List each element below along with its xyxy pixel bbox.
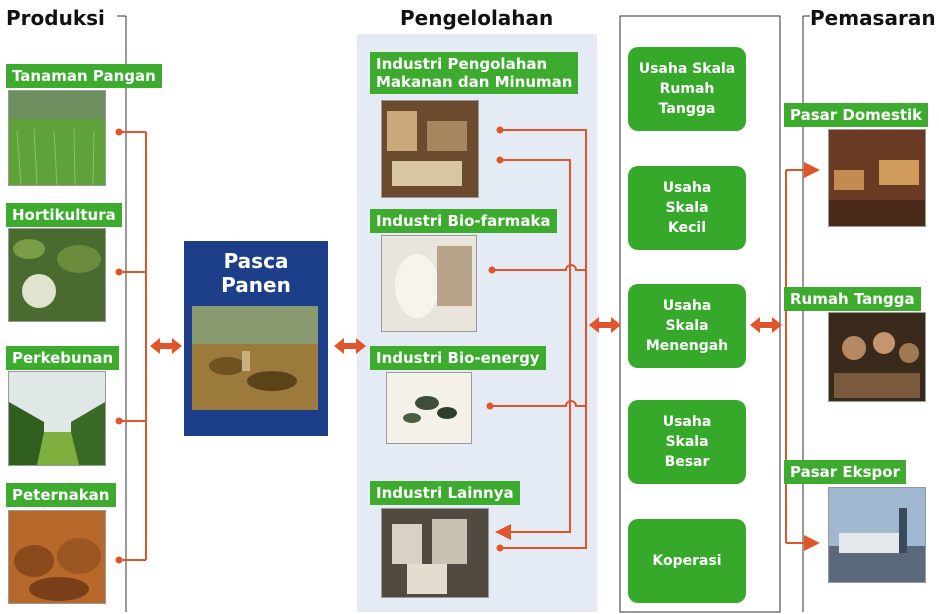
industri-bio-farmaka-image (381, 235, 477, 332)
double-arrow-icon (334, 338, 366, 354)
industri-label-makanan: Industri Pengolahan Makanan dan Minuman (370, 52, 579, 94)
usaha-box-besar: Usaha Skala Besar (628, 400, 746, 484)
usaha-bracket (619, 15, 781, 613)
usaha-rumah-tangga-line1: Usaha Skala (638, 61, 736, 77)
connector-dot (496, 126, 504, 134)
perkebunan-image (8, 371, 106, 466)
pemasaran-connectors (785, 162, 820, 551)
industri-label-bio-energy: Industri Bio-energy (370, 346, 546, 370)
usaha-rumah-tangga-line3: Tangga (658, 101, 716, 117)
usaha-koperasi-line1: Koperasi (652, 553, 722, 569)
industri-connectors (490, 129, 587, 549)
connector-dot (115, 556, 123, 564)
produksi-title: Produksi (6, 6, 105, 30)
double-arrow-icon (150, 338, 182, 354)
usaha-menengah-line2: Skala (665, 318, 709, 334)
usaha-besar-line2: Skala (665, 434, 709, 450)
pasca-panen-title-line1: Pasca (223, 249, 289, 273)
rumah-tangga-image (828, 312, 926, 402)
industri-makanan-image (381, 100, 479, 198)
pemasaran-label-rumah-tangga: Rumah Tangga (784, 287, 921, 311)
pasca-panen-image (192, 306, 318, 410)
industri-makanan-line2: Makanan dan Minuman (376, 73, 573, 91)
connector-dot (115, 268, 123, 276)
double-arrow-icon (750, 317, 782, 333)
usaha-box-menengah: Usaha Skala Menengah (628, 284, 746, 368)
connector-dot (496, 544, 504, 552)
industri-makanan-line1: Industri Pengolahan (376, 55, 548, 73)
usaha-kecil-line2: Skala (665, 200, 709, 216)
usaha-menengah-line1: Usaha (662, 298, 712, 314)
usaha-box-koperasi: Koperasi (628, 519, 746, 603)
produksi-label-tanaman-pangan: Tanaman Pangan (6, 64, 162, 88)
double-arrow-icon (589, 317, 621, 333)
produksi-connectors (119, 131, 147, 561)
pemasaran-title: Pemasaran (810, 6, 936, 30)
produksi-label-peternakan: Peternakan (6, 483, 116, 507)
pasar-ekspor-image (828, 487, 926, 583)
produksi-label-hortikultura: Hortikultura (6, 203, 122, 227)
usaha-kecil-line3: Kecil (668, 220, 706, 236)
pemasaran-label-pasar-domestik: Pasar Domestik (784, 103, 929, 127)
usaha-besar-line1: Usaha (662, 414, 712, 430)
industri-bio-energy-image (386, 372, 472, 444)
pasca-panen-title-line2: Panen (221, 273, 291, 297)
tanaman-pangan-image (8, 90, 106, 186)
peternakan-image (8, 510, 106, 604)
produksi-bracket (117, 15, 127, 612)
produksi-label-perkebunan: Perkebunan (6, 346, 120, 370)
industri-label-lainnya: Industri Lainnya (370, 481, 520, 505)
usaha-box-kecil: Usaha Skala Kecil (628, 166, 746, 250)
usaha-menengah-line3: Menengah (645, 338, 729, 354)
pengelolahan-title: Pengelolahan (400, 6, 554, 30)
usaha-besar-line3: Besar (664, 454, 710, 470)
usaha-kecil-line1: Usaha (662, 180, 712, 196)
connector-dot (488, 266, 496, 274)
connector-dot (496, 156, 504, 164)
industri-lainnya-image (381, 508, 489, 598)
hortikultura-image (8, 228, 106, 322)
pasca-panen-box: Pasca Panen (184, 241, 328, 436)
connector-dot (486, 402, 494, 410)
industri-label-bio-farmaka: Industri Bio-farmaka (370, 209, 557, 233)
usaha-box-rumah-tangga: Usaha Skala Rumah Tangga (628, 47, 746, 131)
usaha-rumah-tangga-line2: Rumah (659, 81, 715, 97)
connector-dot (115, 417, 123, 425)
connector-dot (115, 128, 123, 136)
pemasaran-label-pasar-ekspor: Pasar Ekspor (784, 460, 906, 484)
pasar-domestik-image (828, 129, 926, 227)
